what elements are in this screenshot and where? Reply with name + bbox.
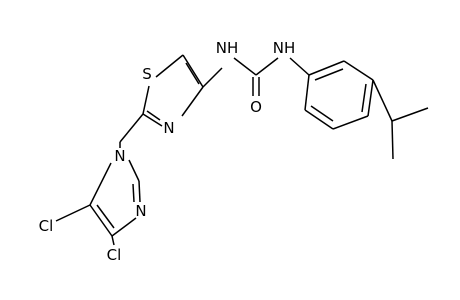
- bond-c-carbonyl-nh: [255, 57, 279, 76]
- bond-s1-c5: [155, 54, 184, 78]
- bond-c5-c4: [182, 54, 204, 88]
- atom-nh-left: NH: [216, 39, 239, 57]
- bond-im-c2-n3-double: [132, 183, 135, 203]
- bond-isopropyl-me1: [391, 107, 429, 122]
- bond-ph-2-3: [343, 60, 374, 81]
- bond-ph-1-2-double: [314, 68, 344, 81]
- bond-im-n1-c2: [128, 159, 140, 182]
- atom-n-imidazole-1: N: [114, 147, 125, 165]
- bond-ph-isopropyl: [372, 79, 393, 122]
- bond-nh-phenyl: [289, 57, 310, 76]
- bond-isopropyl-me2: [391, 120, 394, 160]
- bond-c5-cl: [55, 204, 91, 222]
- bond-c2-s1: [142, 85, 150, 115]
- bond-im-c4-c5: [89, 204, 113, 237]
- bond-c4-cl: [111, 235, 115, 246]
- atom-nh-right: NH: [273, 39, 296, 57]
- bond-ph-4-5: [332, 115, 369, 130]
- bond-ph-5-6-double: [310, 105, 334, 122]
- bond-c4-n3: [181, 86, 204, 117]
- bond-nh-c-carbonyl: [233, 57, 257, 76]
- bond-c2-ch2: [119, 113, 144, 143]
- bond-ph-1-2: [308, 60, 345, 76]
- bond-ph-6-1: [304, 74, 310, 111]
- bond-ph-5-6: [304, 109, 334, 130]
- atom-n-thiazole: N: [163, 119, 174, 137]
- bond-im-c4-c5-double: [96, 204, 115, 229]
- bond-n3-c2-double: [146, 110, 161, 121]
- atom-cl-5: Cl: [39, 217, 54, 235]
- bond-im-c5-n1: [89, 162, 112, 206]
- bond-im-c2-n3: [138, 180, 141, 203]
- bond-im-n3-c4: [111, 217, 137, 237]
- bond-ph-3-4: [367, 79, 374, 117]
- atom-o-carbonyl: O: [250, 98, 262, 116]
- bond-c5-c4-double: [185, 62, 200, 85]
- bond-c4-nh: [202, 67, 223, 88]
- atom-s1: S: [142, 65, 152, 83]
- atom-n-imidazole-3: N: [135, 202, 146, 220]
- bond-n3-c2: [142, 113, 163, 127]
- bond-ph-3-4-double: [361, 83, 367, 113]
- atom-cl-4: Cl: [107, 246, 122, 264]
